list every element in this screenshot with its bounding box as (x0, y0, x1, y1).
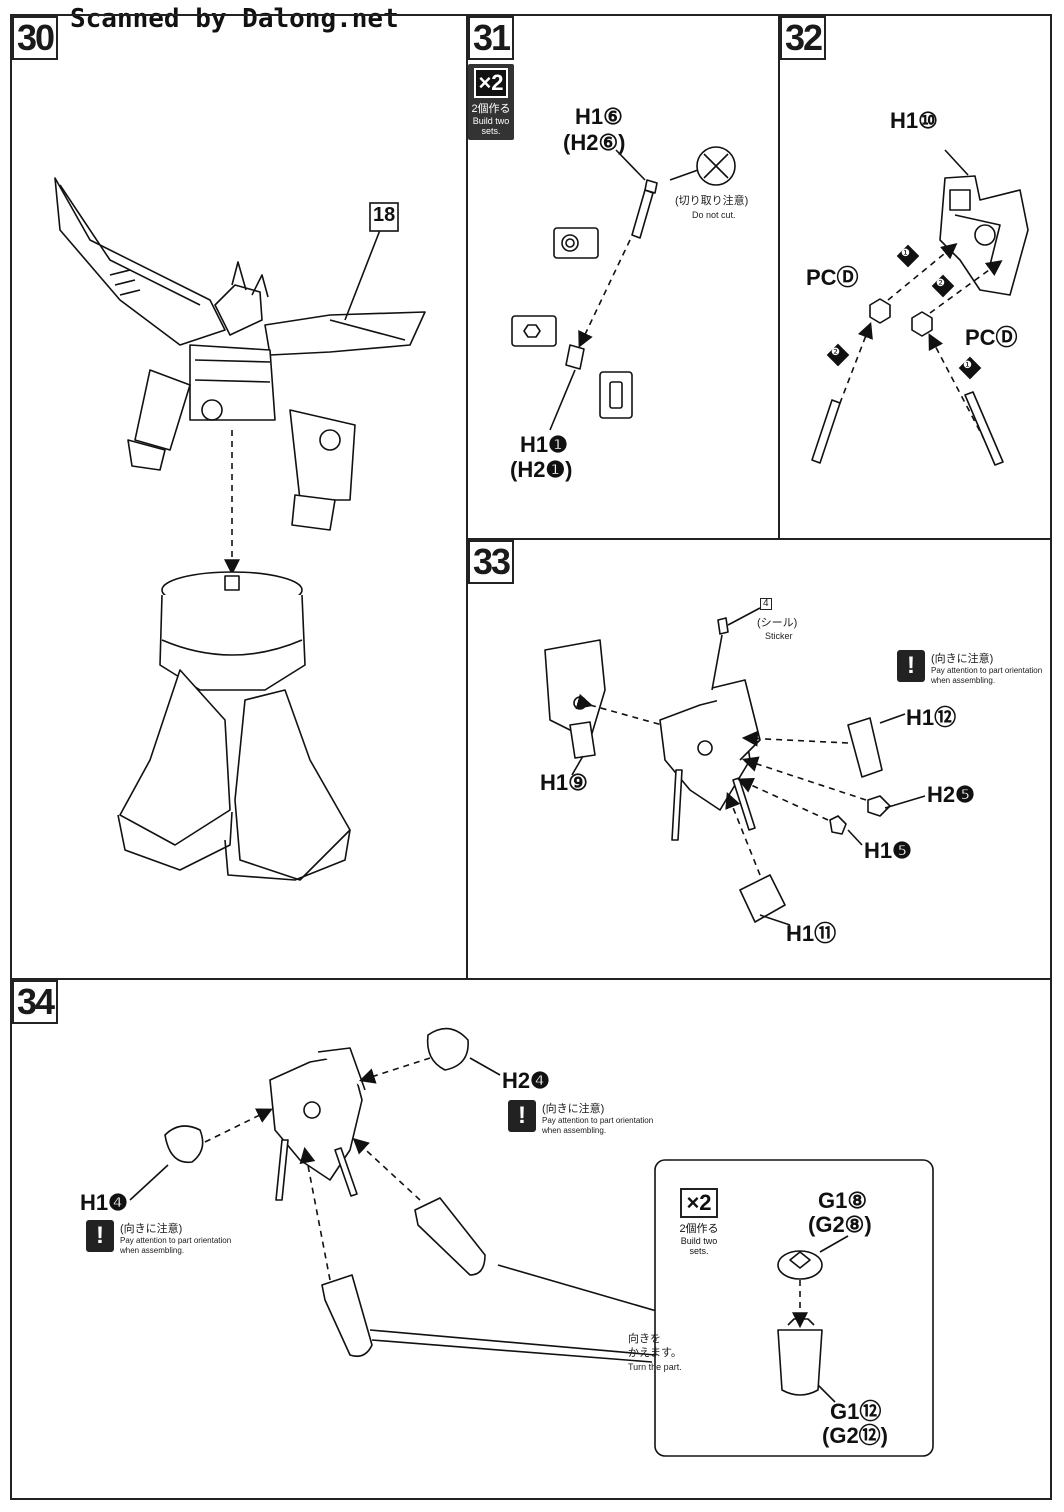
step-34-panel (10, 978, 1052, 1500)
part-label-g1-12: G1⑫ (830, 1399, 882, 1424)
build-en: Build two sets. (680, 1236, 718, 1256)
build-jp: 2個作る (471, 103, 511, 115)
part-label-h1-6: H1⑥ (575, 104, 623, 129)
part-label-h2-5: H2❺ (927, 782, 975, 807)
callout-18-box (369, 202, 399, 232)
hip-assembly-step34-drawing (129, 1027, 934, 1457)
attention-en: Pay attention to part orientation when a… (120, 1236, 232, 1255)
hip-assembly-step33-drawing (544, 607, 926, 926)
attention-jp: (向きに注意) (542, 1103, 605, 1115)
part-label-h2-1: (H2❶) (510, 457, 573, 482)
part-label-g2-12: (G2⑫) (822, 1423, 889, 1448)
sticker-en: Sticker (765, 631, 793, 641)
order-mark-4-label: ❶ (963, 360, 972, 371)
caution-cut-en: Do not cut. (692, 210, 736, 220)
order-mark-2 (931, 274, 955, 298)
build-en: Build two sets. (472, 116, 510, 136)
part-label-pc-d-right: PCⒹ (965, 325, 1018, 350)
exclamation-icon: ! (86, 1220, 114, 1252)
turn-part-jp-1: 向きを (628, 1333, 661, 1345)
part-label-h1-4: H1❹ (80, 1190, 128, 1215)
turn-part-jp-2: かえます。 (628, 1347, 682, 1359)
part-label-pc-d-left: PCⒹ (806, 265, 859, 290)
shaft-part-drawing (511, 146, 736, 431)
order-mark-3-label: ❷ (831, 347, 840, 358)
sticker-number: 4 (760, 598, 772, 610)
sticker-jp: (シール) (757, 617, 798, 629)
part-label-h1-5: H1❺ (864, 838, 912, 863)
x2-badge: ×2 (474, 68, 508, 98)
upper-body-wings-drawing (54, 177, 426, 531)
caution-cut-jp: (切り取り注意) (675, 195, 749, 207)
callout-18-label: 18 (373, 204, 396, 226)
part-label-h1-9: H1⑨ (540, 770, 588, 795)
exclamation-icon: ! (897, 650, 925, 682)
order-mark-3 (826, 343, 850, 367)
order-mark-4 (958, 356, 982, 380)
x2-badge: ×2 (680, 1188, 718, 1218)
build-two-sets-badge-34: ×2 2個作る Build two sets. (670, 1188, 728, 1256)
part-label-h2-6: (H2⑥) (563, 130, 626, 155)
attention-en: Pay attention to part orientation when a… (931, 666, 1043, 685)
order-mark-1-label: ❶ (901, 248, 910, 259)
lower-body-skirt-drawing (117, 571, 351, 881)
build-jp: 2個作る (679, 1223, 719, 1235)
part-label-g2-8: (G2⑧) (808, 1212, 872, 1237)
order-mark-2-label: ❷ (936, 278, 945, 289)
attention-jp: (向きに注意) (931, 653, 994, 665)
build-two-sets-badge-31: ×2 2個作る Build two sets. (468, 64, 514, 140)
step-34-number: 34 (12, 980, 59, 1024)
part-label-g1-8: G1⑧ (818, 1188, 868, 1213)
part-label-h1-11: H1⑪ (786, 921, 837, 946)
exclamation-icon: ! (508, 1100, 536, 1132)
step-32-number: 32 (780, 16, 827, 60)
part-label-h1-12: H1⑫ (906, 705, 957, 730)
step-31-number: 31 (468, 16, 515, 60)
part-label-h1-10: H1⑩ (890, 108, 938, 133)
attention-jp: (向きに注意) (120, 1223, 183, 1235)
scanner-watermark: Scanned by Dalong.net (70, 4, 399, 34)
part-label-h1-1: H1❶ (520, 432, 568, 457)
hip-block-drawing (811, 149, 1029, 466)
step-30-number: 30 (12, 16, 59, 60)
attention-en: Pay attention to part orientation when a… (542, 1116, 654, 1135)
part-label-h2-4: H2❹ (502, 1068, 550, 1093)
turn-part-en: Turn the part. (628, 1362, 682, 1372)
step-33-number: 33 (468, 540, 515, 584)
